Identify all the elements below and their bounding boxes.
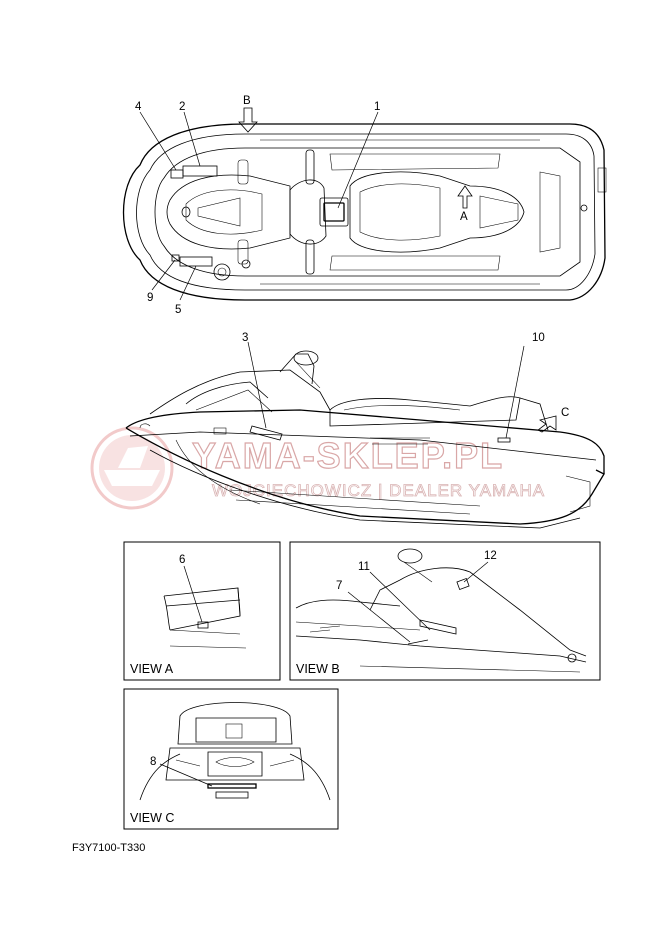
watermark-brand: YAMA-SKLEP.PL (192, 435, 504, 476)
view-c-label: VIEW C (130, 811, 174, 825)
arrow-label-c: C (561, 407, 569, 419)
callout-5: 5 (175, 304, 181, 316)
arrow-label-a: A (460, 211, 468, 223)
part-code: F3Y7100-T330 (72, 842, 145, 854)
leaders-top (139, 111, 379, 301)
watermark-dealer: WOJCIECHOWICZ | DEALER YAMAHA (212, 481, 545, 500)
callout-2: 2 (179, 101, 185, 113)
callout-7: 7 (336, 580, 342, 592)
view-arrow-c-icon (537, 415, 557, 433)
view-a-label: VIEW A (130, 662, 174, 676)
watermark-logo (90, 426, 174, 510)
callout-8: 8 (150, 756, 156, 768)
leaders-side (247, 341, 525, 439)
callout-4: 4 (135, 101, 142, 113)
view-arrow-a-icon (457, 185, 473, 209)
callout-1: 1 (374, 101, 380, 113)
view-c-panel: 8 VIEW C (123, 688, 339, 830)
callout-10: 10 (532, 332, 545, 344)
view-b-panel: 11 7 12 VIEW B (289, 541, 601, 681)
arrow-label-b: B (243, 95, 251, 107)
watermark: YAMA-SKLEP.PL WOJCIECHOWICZ | DEALER YAM… (90, 426, 545, 510)
callout-3: 3 (242, 332, 248, 344)
callout-12: 12 (484, 550, 497, 562)
callout-9: 9 (147, 292, 153, 304)
callout-6: 6 (179, 554, 185, 566)
callout-11: 11 (358, 561, 370, 573)
view-arrow-b-icon (238, 107, 258, 133)
view-a-panel: 6 VIEW A (123, 541, 281, 681)
side-view-drawing (125, 350, 605, 529)
top-view-drawing (122, 123, 607, 301)
view-b-label: VIEW B (296, 662, 340, 676)
